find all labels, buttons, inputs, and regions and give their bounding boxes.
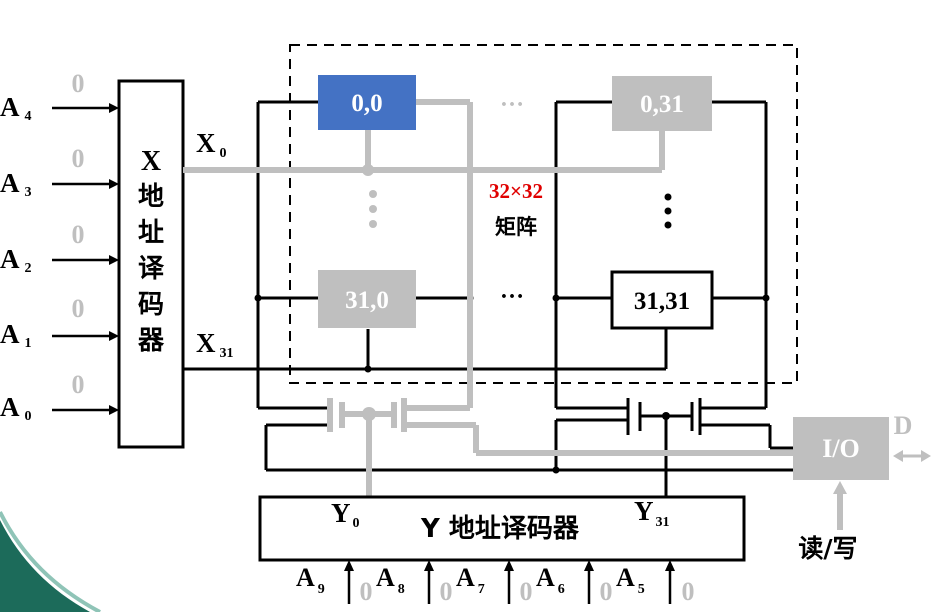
black-junctions [254,294,770,474]
x-input-a3-name: A [0,168,20,198]
x31-label: X 31 [196,328,234,361]
x-decoder-char-1: 地 [138,182,164,212]
cell-31-0-label: 31,0 [345,287,389,314]
x-input-a4-name: A [0,92,20,122]
y-input-a9-sub: 9 [318,582,325,597]
cell-0-0-label: 0,0 [351,90,382,117]
y0-sub: 0 [353,516,360,531]
cell-31-0 [318,270,416,328]
x-input-a1-name: A [0,319,20,349]
row31-ellipsis: … [500,278,524,304]
y31-name: Y [634,496,654,526]
x-input-a3-sub: 3 [25,185,32,200]
gray-wiring [183,99,843,530]
corner-decoration [0,520,90,612]
y-input-a8-bit: 0 [440,577,453,606]
io-data-label: D [894,411,913,440]
x-input-a4-bit: 0 [72,69,85,98]
y-input-a6-name: A [536,563,555,592]
x-input-a2-name: A [0,244,20,274]
x-decoder-char-2: 址 [138,218,164,248]
data-double-arrow [893,450,931,462]
x-input-a3-bit: 0 [72,144,85,173]
x-input-a1-sub: 1 [25,336,32,351]
x0-sub: 0 [220,146,227,161]
io-label: I/O [822,434,860,463]
y-input-a8-sub: 8 [398,582,405,597]
cell-0-0 [318,75,416,130]
rw-arrowhead [833,481,847,494]
x-decoder-char-5: 器 [137,326,165,356]
matrix-boundary [289,44,798,384]
cell-0-31 [612,76,712,131]
x-input-a0-bit: 0 [72,370,85,399]
x-input-a1-bit: 0 [72,294,85,323]
cell-31-31 [610,270,714,330]
x-input-a2-bit: 0 [72,220,85,249]
matrix-name-label: 矩阵 [495,215,537,239]
x-decoder-box [117,79,185,449]
y-input-a5-sub: 5 [638,582,645,597]
y-input-a9-bit: 0 [360,577,373,606]
y-input-a5-name: A [616,563,635,592]
x-input-a0-sub: 0 [25,409,32,424]
y-input-a5-bit: 0 [682,577,695,606]
corner-decoration-edge [0,511,101,612]
x31-name: X [196,328,216,358]
x-decoder-char-0: X [141,146,161,177]
y-input-a6-bit: 0 [600,577,613,606]
x-input-arrows [52,106,112,412]
y-input-a7-sub: 7 [478,582,485,597]
row0-ellipsis: … [500,86,524,112]
x-input-a4-sub: 4 [25,109,32,124]
y-input-arrows [347,568,672,604]
vertical-ellipsis-col31 [664,193,672,229]
y-decoder-box [258,495,746,562]
y-decoder-label: Y 地址译码器 [420,514,580,544]
black-wiring [183,100,793,497]
gray-junctions [362,164,376,421]
vertical-ellipsis-col0 [369,190,377,228]
y-input-a6-sub: 6 [558,582,565,597]
x-decoder-char-4: 码 [138,290,164,320]
io-box [793,417,889,480]
y-input-a8-name: A [376,563,395,592]
cell-0-31-label: 0,31 [640,91,684,118]
x-input-a0-name: A [0,392,20,422]
y-input-a7-bit: 0 [520,577,533,606]
y0-name: Y [331,498,351,528]
x-input-arrowheads [109,103,119,415]
matrix-size-label: 32×32 [489,179,543,203]
cell-31-31-label: 31,31 [634,288,690,315]
x0-name: X [196,128,216,158]
io-rw-label: 读/写 [798,534,857,563]
x-decoder-char-3: 译 [138,254,165,284]
y-input-arrowheads [344,560,675,571]
y-input-a7-name: A [456,563,475,592]
y31-sub: 31 [656,515,670,530]
x31-sub: 31 [220,346,234,361]
x-input-a2-sub: 2 [25,261,32,276]
y-input-a9-name: A [296,563,315,592]
